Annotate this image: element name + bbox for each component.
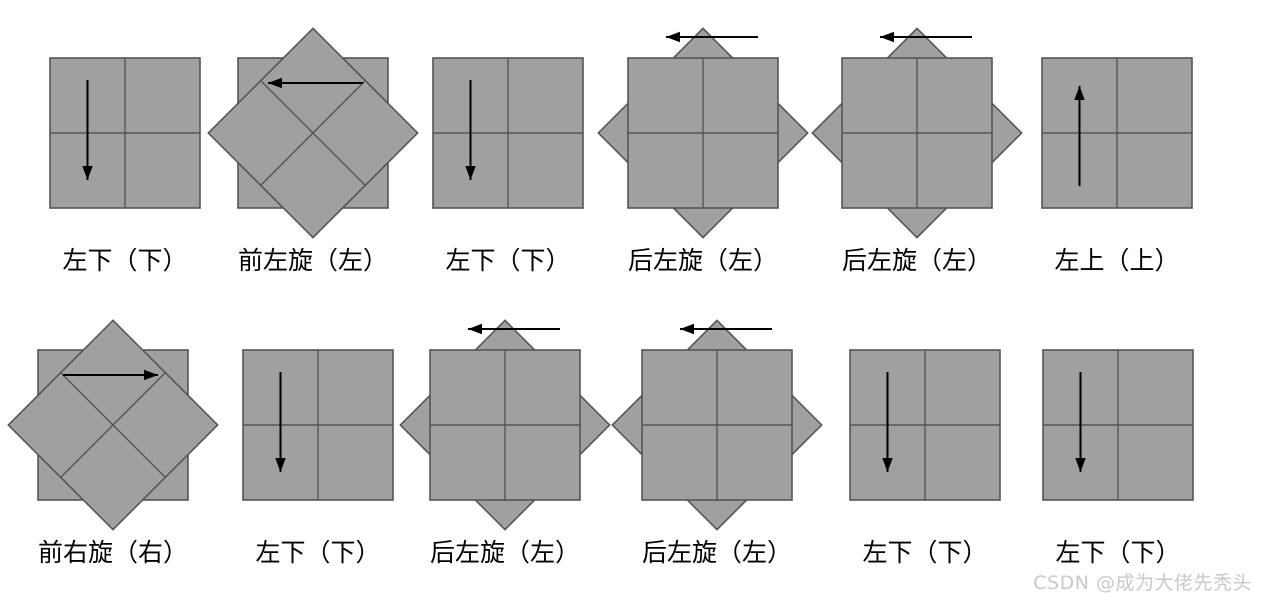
- notation-panel: 左下（下）: [403, 20, 613, 310]
- panel-caption: 前右旋（右）: [37, 538, 188, 567]
- direction-arrow-down: [82, 80, 93, 180]
- figure-svg-diamond-behind: [611, 319, 823, 531]
- notation-figure: [820, 312, 1030, 537]
- arrow-left-head: [268, 77, 282, 89]
- notation-figure: [611, 312, 823, 537]
- csdn-watermark: CSDN @成为大佬先秃头: [1033, 572, 1252, 594]
- direction-arrow-down: [465, 80, 476, 180]
- arrow-down-head: [82, 166, 93, 180]
- notation-figure: [213, 312, 423, 537]
- arrow-left-head: [666, 31, 680, 43]
- notation-panel: 后左旋（左）: [399, 312, 611, 602]
- panel-caption: 后左旋（左）: [841, 246, 992, 275]
- panel-caption: 左上（上）: [1054, 246, 1180, 275]
- notation-figure: [7, 312, 219, 537]
- notation-figure: [1012, 20, 1222, 245]
- figure-svg-diamond-behind: [597, 27, 809, 239]
- notation-figure: [20, 20, 230, 245]
- arrow-down-head: [465, 166, 476, 180]
- figure-svg-diamond-behind: [811, 27, 1023, 239]
- panel-caption: 左下（下）: [1055, 538, 1181, 567]
- cube-face-diamond-front: [207, 27, 419, 239]
- figure-svg-square: [849, 349, 1001, 501]
- direction-arrow-left-inside: [268, 77, 363, 89]
- direction-arrow-left-above: [666, 31, 758, 43]
- cube-face-square: [49, 57, 201, 209]
- cube-face-square-front: [627, 57, 779, 209]
- cube-face-square: [1042, 349, 1194, 501]
- direction-arrow-down: [1075, 372, 1086, 472]
- cube-face-square-front: [841, 57, 993, 209]
- notation-panel: 左上（上）: [1012, 20, 1222, 310]
- arrow-down-head: [882, 458, 893, 472]
- notation-figure: [811, 20, 1023, 245]
- figure-svg-diamond-front: [7, 319, 219, 531]
- cube-face-square: [242, 349, 394, 501]
- direction-arrow-right-inside: [63, 369, 158, 381]
- notation-panel: 左下（下）: [213, 312, 423, 602]
- cube-face-square: [432, 57, 584, 209]
- notation-panel: 左下（下）: [1013, 312, 1223, 602]
- figure-svg-diamond-front: [207, 27, 419, 239]
- notation-figure: [1013, 312, 1223, 537]
- figure-svg-diamond-behind: [399, 319, 611, 531]
- figure-svg-square: [1042, 349, 1194, 501]
- panel-caption: 左下（下）: [62, 246, 188, 275]
- direction-arrow-left-above: [468, 323, 560, 335]
- notation-figure: [403, 20, 613, 245]
- panel-caption: 左下（下）: [862, 538, 988, 567]
- panel-caption: 左下（下）: [445, 246, 571, 275]
- figure-svg-square: [242, 349, 394, 501]
- panel-caption: 后左旋（左）: [627, 246, 778, 275]
- notation-panel: 前右旋（右）: [7, 312, 219, 602]
- direction-arrow-down: [882, 372, 893, 472]
- arrow-left-head: [880, 31, 894, 43]
- panel-caption: 左下（下）: [255, 538, 381, 567]
- cube-face-square: [849, 349, 1001, 501]
- cube-face-square: [1041, 57, 1193, 209]
- direction-arrow-left-above: [880, 31, 972, 43]
- notation-figure: [597, 20, 809, 245]
- figure-svg-square: [432, 57, 584, 209]
- notation-panel: 后左旋（左）: [611, 312, 823, 602]
- cube-face-square-front: [641, 349, 793, 501]
- direction-arrow-down: [275, 372, 286, 472]
- direction-arrow-left-above: [680, 323, 772, 335]
- arrow-left-head: [680, 323, 694, 335]
- panel-caption: 后左旋（左）: [429, 538, 580, 567]
- notation-panel: 后左旋（左）: [811, 20, 1023, 310]
- figure-svg-square: [1041, 57, 1193, 209]
- arrow-right-head: [144, 369, 158, 381]
- notation-panel: 前左旋（左）: [207, 20, 419, 310]
- arrow-down-head: [1075, 458, 1086, 472]
- arrow-down-head: [275, 458, 286, 472]
- notation-panel: 左下（下）: [820, 312, 1030, 602]
- figure-svg-square: [49, 57, 201, 209]
- panel-caption: 后左旋（左）: [641, 538, 792, 567]
- arrow-up-head: [1074, 86, 1085, 100]
- notation-panel: 后左旋（左）: [597, 20, 809, 310]
- arrow-left-head: [468, 323, 482, 335]
- cube-face-square-front: [429, 349, 581, 501]
- notation-figure: [207, 20, 419, 245]
- panel-caption: 前左旋（左）: [237, 246, 388, 275]
- notation-figure: [399, 312, 611, 537]
- direction-arrow-up: [1074, 86, 1085, 186]
- cube-face-diamond-front: [7, 319, 219, 531]
- notation-panel: 左下（下）: [20, 20, 230, 310]
